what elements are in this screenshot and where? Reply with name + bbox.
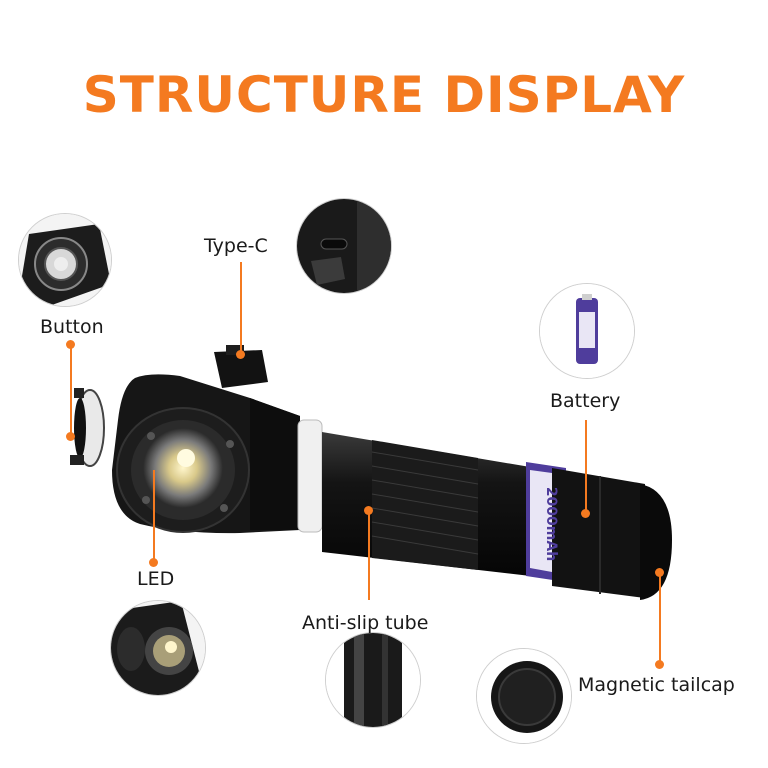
button-detail-image xyxy=(19,214,111,306)
battery-callout-line xyxy=(585,420,587,514)
typec-detail-image xyxy=(297,199,391,293)
tailcap-detail-circle xyxy=(476,648,572,744)
button-callout-dot-top xyxy=(66,340,75,349)
button-label: Button xyxy=(40,316,104,338)
antislip-label: Anti-slip tube xyxy=(302,612,429,634)
button-detail-circle xyxy=(18,213,112,307)
typec-label: Type-C xyxy=(204,235,268,257)
typec-callout-dot xyxy=(236,350,245,359)
tailcap-label: Magnetic tailcap xyxy=(578,674,735,696)
typec-callout-line xyxy=(240,262,242,354)
typec-cover xyxy=(214,345,268,388)
led-callout-line xyxy=(153,470,155,562)
detached-button-cap xyxy=(70,388,105,467)
battery-label: Battery xyxy=(550,390,621,412)
battery-detail-image xyxy=(540,284,634,378)
tailcap-detail-image xyxy=(477,649,571,743)
button-callout-line xyxy=(70,344,72,436)
antislip-callout-dot xyxy=(364,506,373,515)
led-callout-dot xyxy=(149,558,158,567)
tailcap-callout-line xyxy=(659,572,661,664)
antislip-callout-line xyxy=(368,510,370,600)
antislip-detail-circle xyxy=(325,632,421,728)
flashlight-head xyxy=(112,374,300,534)
led-detail-circle xyxy=(110,600,206,696)
led-label: LED xyxy=(137,568,175,590)
anti-slip-tube xyxy=(322,432,548,578)
battery-detail-circle xyxy=(539,283,635,379)
button-callout-dot-bottom xyxy=(66,432,75,441)
battery-callout-dot xyxy=(581,509,590,518)
battery-capacity-text: 2000mAh xyxy=(543,486,560,562)
typec-detail-circle xyxy=(296,198,392,294)
led-detail-image xyxy=(111,601,205,695)
page-title: STRUCTURE DISPLAY xyxy=(82,66,686,124)
tailcap-callout-dot-bottom xyxy=(655,660,664,669)
antislip-detail-image xyxy=(326,633,420,727)
tail-section xyxy=(552,468,672,600)
tailcap-callout-dot-top xyxy=(655,568,664,577)
